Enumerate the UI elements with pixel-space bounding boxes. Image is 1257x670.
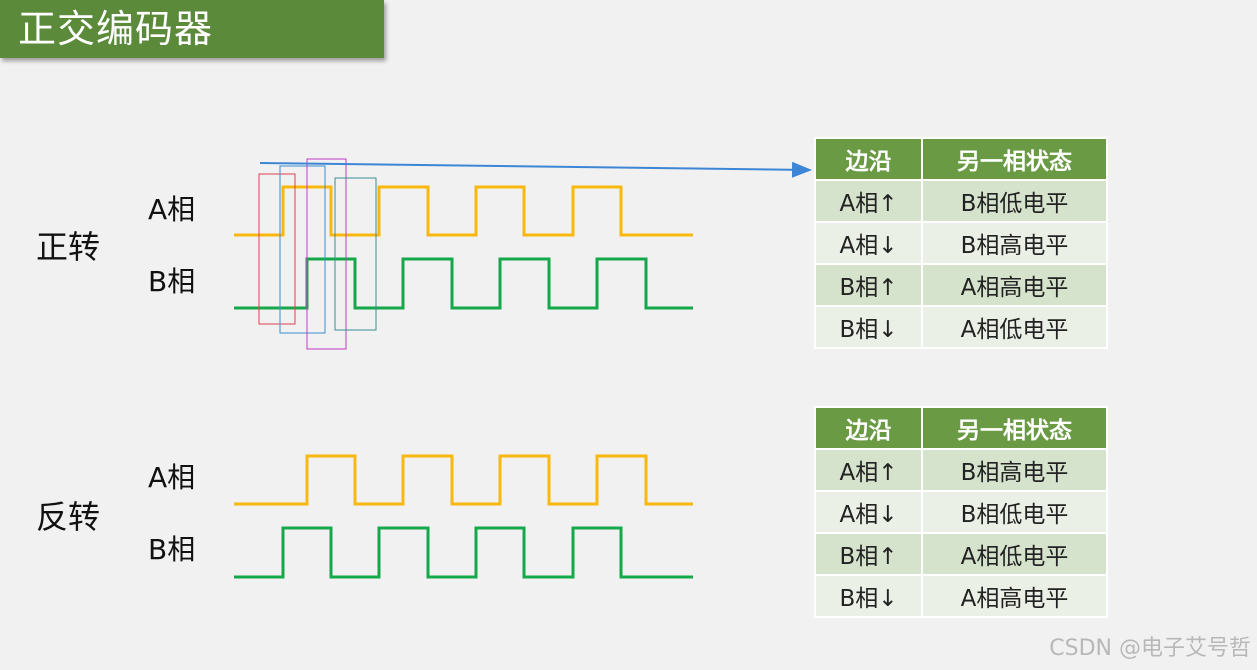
title-banner: 正交编码器 [0, 0, 384, 58]
forward-phase-a-wave [234, 185, 693, 237]
state-cell: B相低电平 [921, 179, 1108, 223]
edge-cell: A相↑ [814, 179, 923, 223]
edge-cell: A相↓ [814, 490, 923, 534]
forward-label: 正转 [36, 228, 101, 266]
table-header-row: 边沿 另一相状态 [814, 406, 1108, 450]
forward-phase-b-wave [234, 257, 693, 310]
table-row: B相↓ A相低电平 [814, 305, 1108, 349]
edge-cell: B相↓ [814, 305, 923, 349]
edge-cell: A相↑ [814, 448, 923, 492]
edge-highlight-box-teal [334, 177, 377, 331]
table-row: B相↑ A相高电平 [814, 263, 1108, 307]
table-row: A相↑ B相高电平 [814, 448, 1108, 492]
reverse-phase-b-wave [234, 526, 693, 579]
header-other-phase: 另一相状态 [921, 406, 1108, 450]
state-cell: B相低电平 [921, 490, 1108, 534]
header-other-phase: 另一相状态 [921, 137, 1108, 181]
reverse-phase-b-label: B相 [148, 533, 196, 566]
table-row: A相↓ B相低电平 [814, 490, 1108, 534]
table-row: A相↑ B相低电平 [814, 179, 1108, 223]
table-row: B相↓ A相高电平 [814, 574, 1108, 618]
state-cell: A相高电平 [921, 574, 1108, 618]
header-edge: 边沿 [814, 406, 923, 450]
forward-phase-a-label: A相 [148, 193, 196, 226]
header-edge: 边沿 [814, 137, 923, 181]
state-cell: B相高电平 [921, 448, 1108, 492]
reverse-edge-table: 边沿 另一相状态 A相↑ B相高电平 A相↓ B相低电平 B相↑ A相低电平 B… [814, 406, 1108, 618]
edge-cell: B相↓ [814, 574, 923, 618]
state-cell: A相低电平 [921, 305, 1108, 349]
table-row: B相↑ A相低电平 [814, 532, 1108, 576]
edge-highlight-box-blue [279, 165, 326, 334]
reverse-phase-a-label: A相 [148, 461, 196, 494]
edge-highlight-box-red [258, 173, 296, 325]
table-header-row: 边沿 另一相状态 [814, 137, 1108, 181]
edge-cell: B相↑ [814, 263, 923, 307]
watermark: CSDN @电子艾号哲 [1049, 636, 1251, 661]
page-title: 正交编码器 [18, 7, 214, 51]
state-cell: A相低电平 [921, 532, 1108, 576]
reverse-phase-a-wave [234, 454, 693, 506]
edge-highlight-box-magenta [306, 158, 347, 350]
state-cell: A相高电平 [921, 263, 1108, 307]
forward-edge-table: 边沿 另一相状态 A相↑ B相低电平 A相↓ B相高电平 B相↑ A相高电平 B… [814, 137, 1108, 349]
edge-cell: A相↓ [814, 221, 923, 265]
state-cell: B相高电平 [921, 221, 1108, 265]
forward-phase-b-label: B相 [148, 265, 196, 298]
table-row: A相↓ B相高电平 [814, 221, 1108, 265]
edge-cell: B相↑ [814, 532, 923, 576]
reverse-label: 反转 [36, 498, 101, 536]
arrow-to-table [259, 161, 812, 178]
